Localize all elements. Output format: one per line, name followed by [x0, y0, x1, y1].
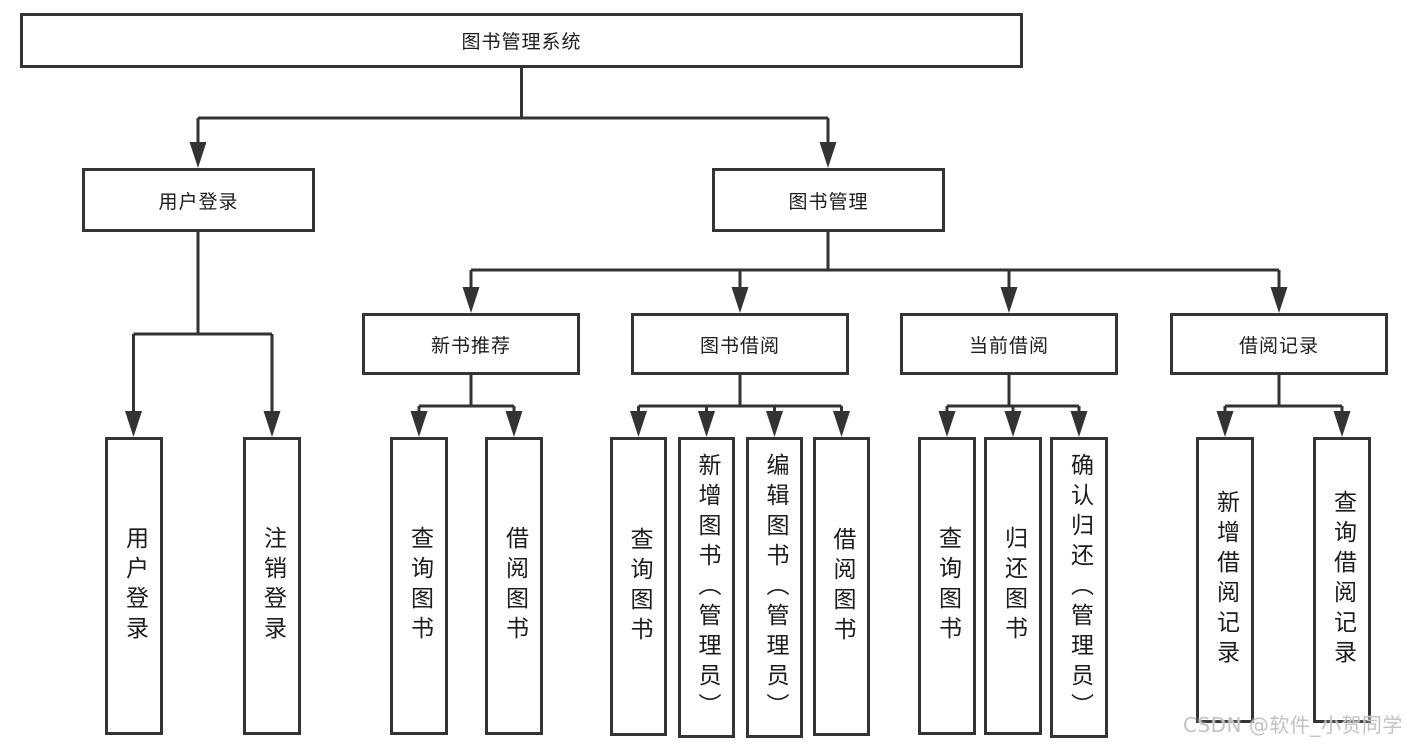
node-book-borrow: 图书借阅 — [631, 313, 849, 375]
leaf-return-book: 归还图书 — [984, 437, 1042, 735]
leaf-borrow-book-borrow-label: 借阅图书 — [829, 526, 855, 647]
node-user-login: 用户登录 — [82, 168, 315, 232]
leaf-borrow-book-borrow: 借阅图书 — [813, 437, 870, 736]
node-root-label: 图书管理系统 — [461, 31, 582, 53]
leaf-borrow-book-rec: 借阅图书 — [485, 437, 543, 735]
leaf-query-book-rec-label: 查询图书 — [406, 526, 433, 646]
leaf-edit-book-admin: 编辑图书（管理员） — [746, 437, 803, 738]
leaf-confirm-return-admin: 确认归还（管理员） — [1050, 437, 1108, 738]
leaf-logout: 注销登录 — [243, 437, 301, 735]
watermark: CSDN @软件_小贺同学 — [1183, 713, 1403, 737]
node-book-borrow-label: 图书借阅 — [699, 334, 780, 357]
node-book-mgmt-label: 图书管理 — [788, 190, 869, 213]
node-borrow-records-label: 借阅记录 — [1238, 334, 1319, 357]
leaf-edit-book-admin-label: 编辑图书（管理员） — [762, 452, 788, 723]
leaf-add-book-admin: 新增图书（管理员） — [678, 437, 735, 738]
node-new-book-rec-label: 新书推荐 — [430, 334, 511, 357]
leaf-query-book-borrow: 查询图书 — [610, 437, 667, 736]
leaf-query-book-current: 查询图书 — [918, 437, 976, 735]
leaf-query-book-current-label: 查询图书 — [934, 526, 961, 646]
leaf-add-borrow-record: 新增借阅记录 — [1196, 437, 1254, 723]
node-current-borrow-label: 当前借阅 — [968, 334, 1049, 357]
arrowheads — [125, 142, 1351, 437]
leaf-user-login-label: 用户登录 — [121, 526, 148, 646]
leaf-query-book-rec: 查询图书 — [390, 437, 448, 735]
leaf-confirm-return-admin-label: 确认归还（管理员） — [1066, 452, 1093, 723]
leaf-add-book-admin-label: 新增图书（管理员） — [694, 452, 720, 723]
node-book-mgmt: 图书管理 — [712, 168, 945, 232]
leaf-query-book-borrow-label: 查询图书 — [626, 526, 652, 647]
node-root: 图书管理系统 — [20, 13, 1023, 68]
leaf-logout-label: 注销登录 — [259, 526, 286, 646]
leaf-user-login: 用户登录 — [105, 437, 163, 735]
leaf-return-book-label: 归还图书 — [1000, 526, 1027, 646]
leaf-borrow-book-rec-label: 借阅图书 — [501, 526, 528, 646]
leaf-query-borrow-record-label: 查询借阅记录 — [1329, 490, 1356, 670]
node-borrow-records: 借阅记录 — [1170, 313, 1388, 375]
leaf-add-borrow-record-label: 新增借阅记录 — [1212, 490, 1239, 670]
node-current-borrow: 当前借阅 — [900, 313, 1118, 375]
node-new-book-rec: 新书推荐 — [362, 313, 580, 375]
node-user-login-label: 用户登录 — [158, 190, 239, 213]
leaf-query-borrow-record: 查询借阅记录 — [1313, 437, 1371, 723]
